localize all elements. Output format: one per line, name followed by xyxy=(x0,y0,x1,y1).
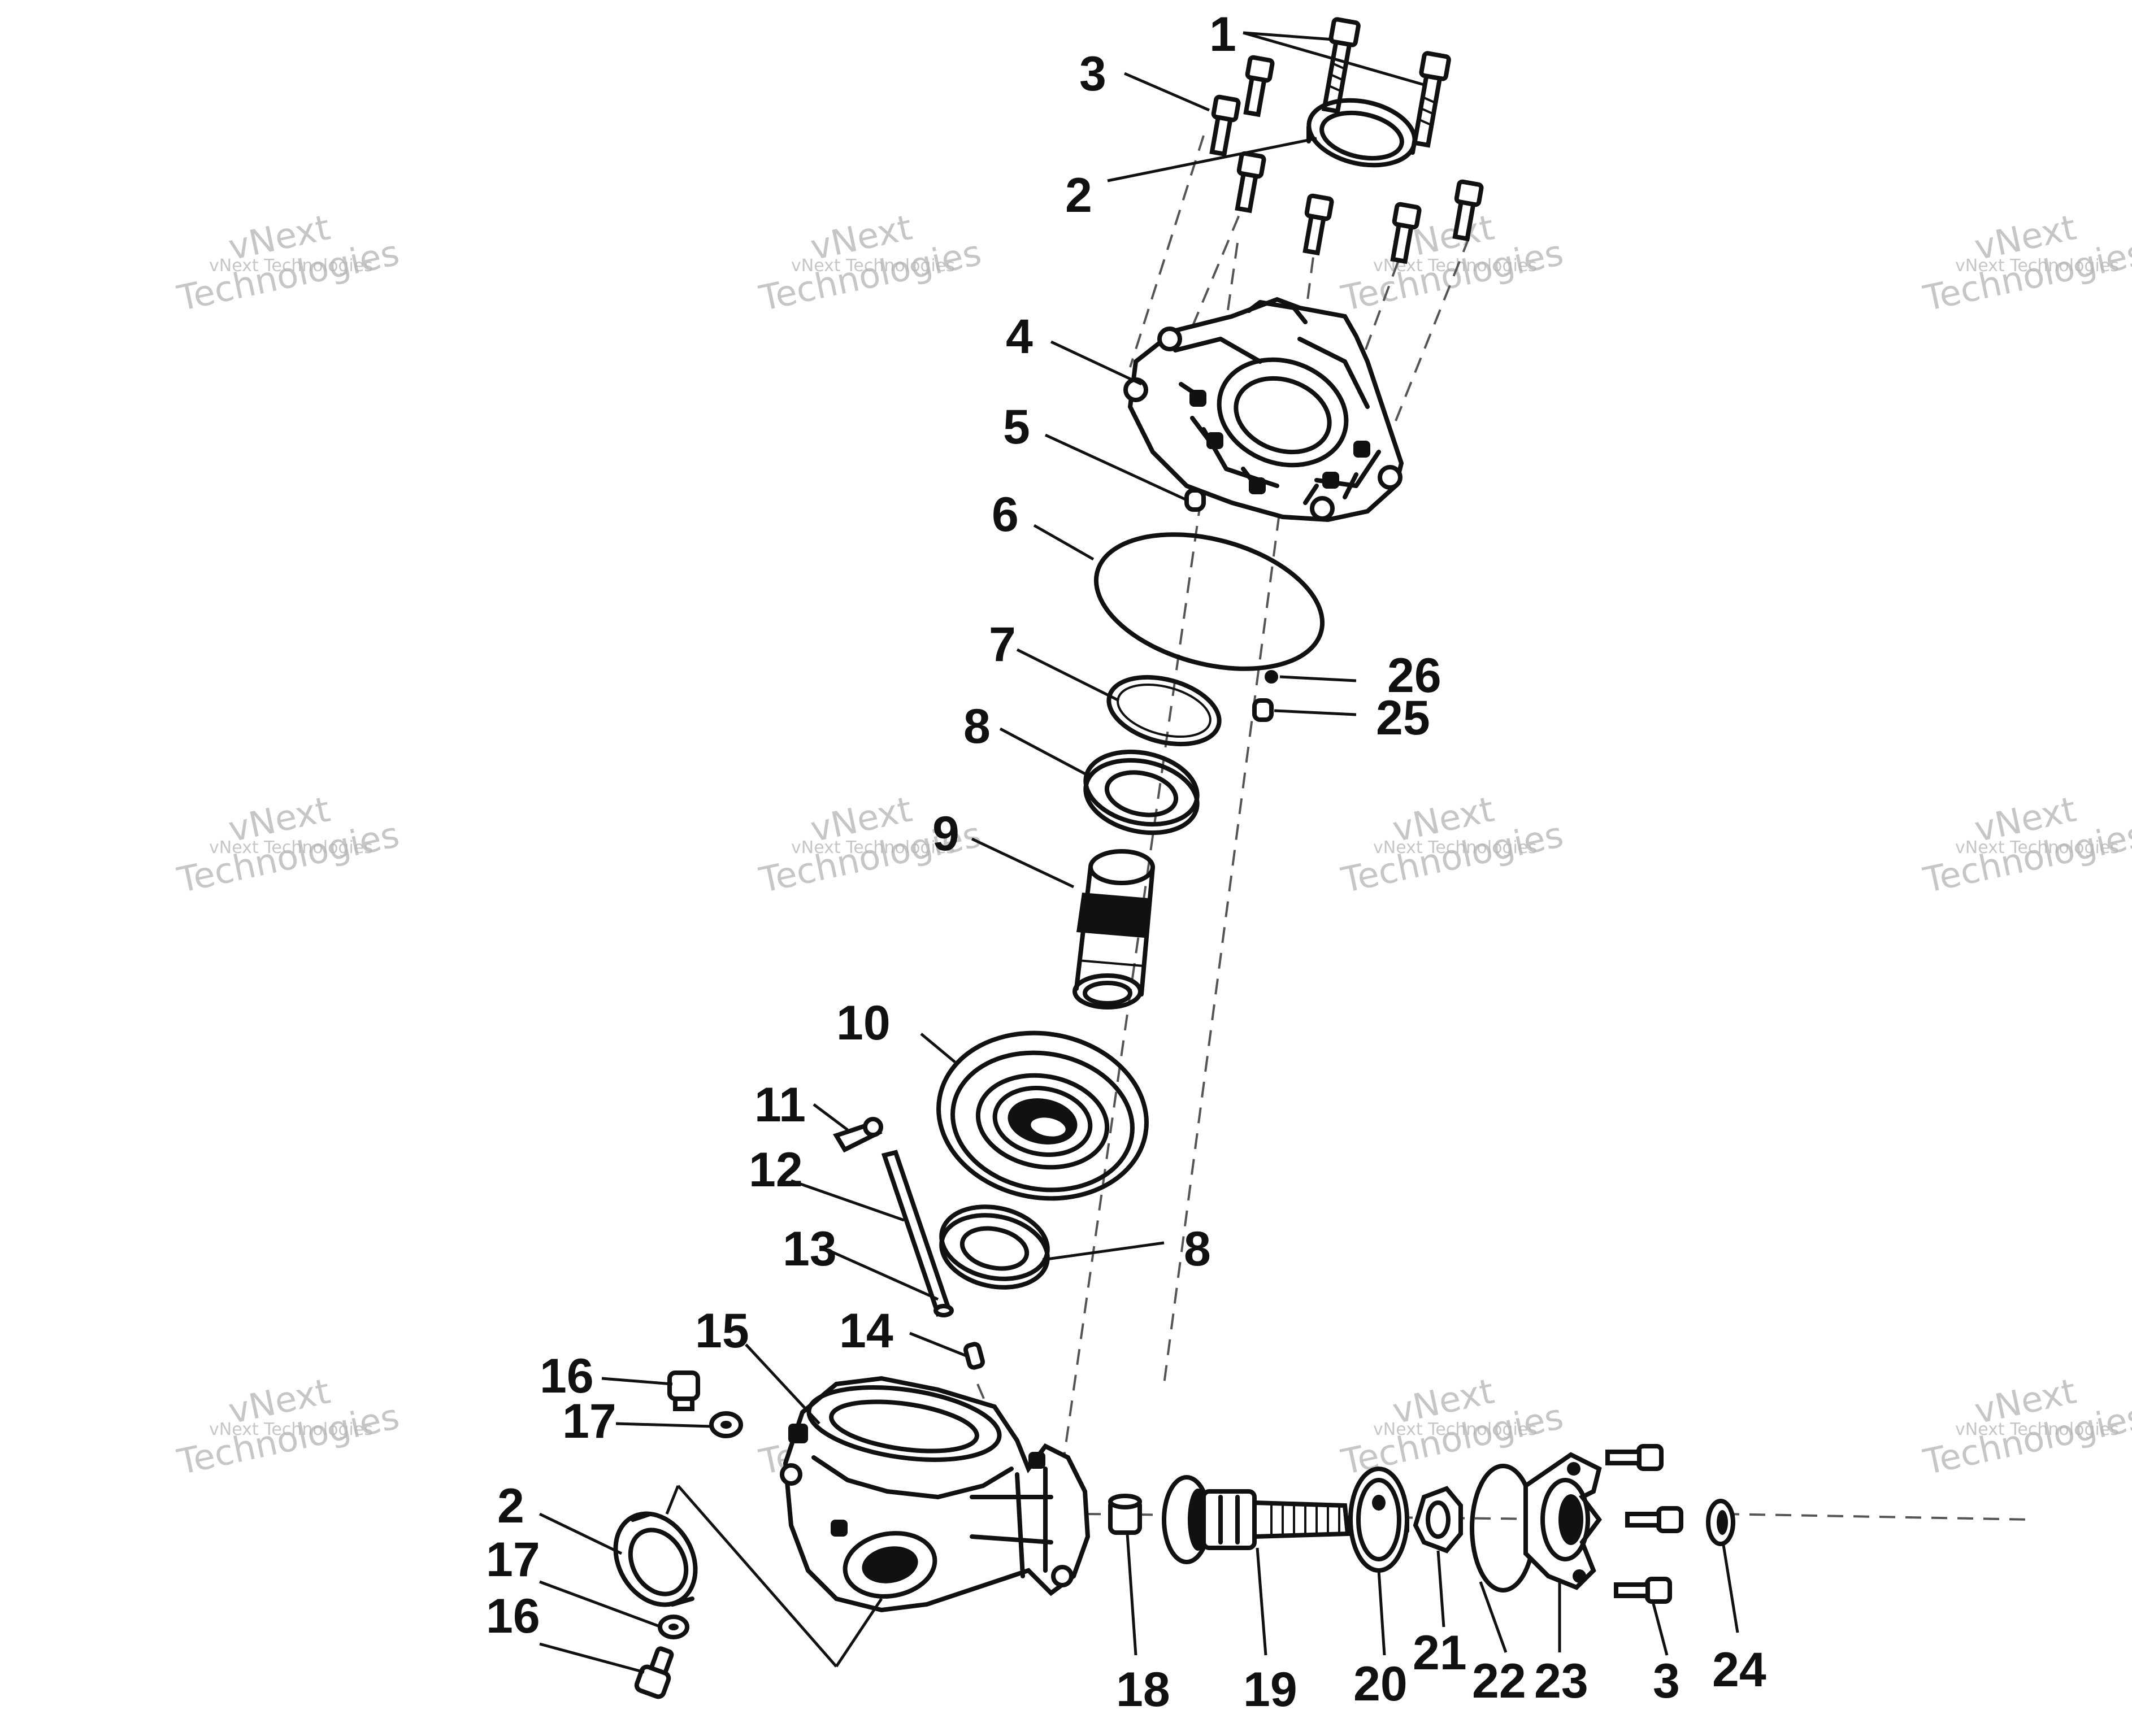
svg-text:vNext Technologies: vNext Technologies xyxy=(1373,838,1537,858)
plug-part-16-upper xyxy=(667,1370,700,1411)
output-shaft-part-19 xyxy=(1162,1475,1351,1564)
watermark: vNext Technologies Technologies vNext xyxy=(173,207,403,319)
bolt-part-1 xyxy=(1412,51,1451,148)
callout-2: 2 xyxy=(1065,168,1092,223)
svg-text:vNext Technologies: vNext Technologies xyxy=(209,256,373,276)
vent-tube-part-12 xyxy=(881,1150,954,1317)
watermark: vNext Technologies Technologies vNext xyxy=(1338,207,1567,319)
callout-13: 13 xyxy=(783,1222,837,1276)
washer-part-17-upper xyxy=(709,1411,743,1438)
callout-9: 9 xyxy=(932,807,959,861)
svg-text:vNext Technologies: vNext Technologies xyxy=(1955,1420,2119,1439)
bolt-part-3 xyxy=(1390,202,1422,264)
o-ring-part-6 xyxy=(1093,532,1325,671)
fitting-part-25 xyxy=(1252,698,1274,722)
bearing-part-20 xyxy=(1348,1467,1409,1573)
watermark: vNext Technologies Technologies vNext xyxy=(1338,1370,1567,1483)
watermark: vNext Technologies Technologies vNext xyxy=(755,207,985,319)
seal-part-2-top xyxy=(1306,98,1417,168)
callout-6: 6 xyxy=(992,488,1019,542)
fitting-part-11 xyxy=(833,1117,883,1153)
bolt-part-3-output xyxy=(1605,1444,1664,1471)
callout-3-output: 3 xyxy=(1653,1654,1680,1708)
callout-25: 25 xyxy=(1376,691,1430,745)
callout-16: 16 xyxy=(540,1349,594,1403)
svg-text:vNext Technologies: vNext Technologies xyxy=(1955,256,2119,276)
callout-23: 23 xyxy=(1534,1654,1588,1708)
bolt-part-3 xyxy=(1235,151,1266,214)
bearing-part-8-lower xyxy=(939,1204,1050,1290)
seal-part-2-lower xyxy=(613,1511,698,1607)
svg-text:vNext Technologies: vNext Technologies xyxy=(791,256,955,276)
watermark: vNext Technologies Technologies vNext xyxy=(1920,207,2132,319)
watermark: vNext Technologies Technologies vNext xyxy=(1920,789,2132,901)
dowel-pin-part-14 xyxy=(963,1342,985,1370)
ring-gear-part-10 xyxy=(936,1030,1149,1201)
callout-22: 22 xyxy=(1472,1654,1526,1708)
callout-3: 3 xyxy=(1079,47,1106,101)
leader-lines xyxy=(539,31,1739,1674)
watermark: vNext Technologies Technologies vNext xyxy=(1338,789,1567,901)
callout-17: 17 xyxy=(562,1394,616,1448)
shim-ring-part-7 xyxy=(1106,675,1222,747)
callout-16-lower: 16 xyxy=(486,1589,540,1643)
gearcase-housing-part-15 xyxy=(780,1376,1091,1613)
washer-part-17-lower xyxy=(658,1615,689,1639)
bolt-part-1 xyxy=(1321,17,1361,114)
callout-19: 19 xyxy=(1243,1663,1297,1717)
bearing-part-8-upper xyxy=(1083,749,1200,836)
svg-text:vNext Technologies: vNext Technologies xyxy=(791,838,955,858)
plug-part-26 xyxy=(1265,670,1278,684)
bolt-part-3 xyxy=(1209,94,1241,157)
bushing-part-18 xyxy=(1108,1494,1142,1535)
callout-7: 7 xyxy=(989,617,1016,672)
callout-5: 5 xyxy=(1003,400,1030,454)
callout-2-lower: 2 xyxy=(497,1479,524,1533)
seal-part-24 xyxy=(1706,1499,1735,1546)
output-cover-part-23 xyxy=(1523,1452,1602,1590)
callout-8: 8 xyxy=(963,699,991,754)
callout-21: 21 xyxy=(1413,1626,1467,1680)
watermark: vNext Technologies Technologies vNext xyxy=(173,789,403,901)
callout-20: 20 xyxy=(1353,1657,1408,1711)
callout-14: 14 xyxy=(839,1304,893,1358)
bolt-part-3 xyxy=(1243,55,1275,118)
callout-15: 15 xyxy=(695,1304,749,1358)
shaft-part-9 xyxy=(1072,849,1155,1010)
bolt-part-3-output xyxy=(1625,1506,1683,1533)
plug-part-16-lower xyxy=(634,1646,674,1699)
bolt-part-3-output xyxy=(1614,1577,1672,1604)
callout-4: 4 xyxy=(1006,310,1033,364)
callout-17-lower: 17 xyxy=(486,1533,540,1587)
callout-labels: 1 2 3 4 5 6 7 8 9 10 11 12 13 14 15 16 1… xyxy=(486,7,1766,1717)
pin-part-5 xyxy=(1184,488,1206,512)
svg-text:vNext Technologies: vNext Technologies xyxy=(1955,838,2119,858)
svg-text:vNext Technologies: vNext Technologies xyxy=(1373,1420,1537,1439)
cover-housing-part-4 xyxy=(1123,297,1404,523)
bolt-part-3 xyxy=(1452,179,1484,242)
callout-1: 1 xyxy=(1209,7,1236,62)
svg-text:vNext Technologies: vNext Technologies xyxy=(209,1420,373,1439)
nut-part-21 xyxy=(1413,1486,1463,1554)
callout-12: 12 xyxy=(749,1143,803,1197)
callout-11: 11 xyxy=(754,1078,806,1132)
callout-10: 10 xyxy=(836,996,891,1050)
callout-26: 26 xyxy=(1387,649,1441,703)
callout-24: 24 xyxy=(1712,1643,1766,1697)
svg-text:vNext Technologies: vNext Technologies xyxy=(209,838,373,858)
watermark: vNext Technologies Technologies vNext xyxy=(1920,1370,2132,1483)
watermark: vNext Technologies Technologies vNext xyxy=(173,1370,403,1483)
bolt-part-3 xyxy=(1302,193,1334,256)
callout-8-lower: 8 xyxy=(1184,1222,1211,1276)
callout-18: 18 xyxy=(1116,1663,1170,1717)
